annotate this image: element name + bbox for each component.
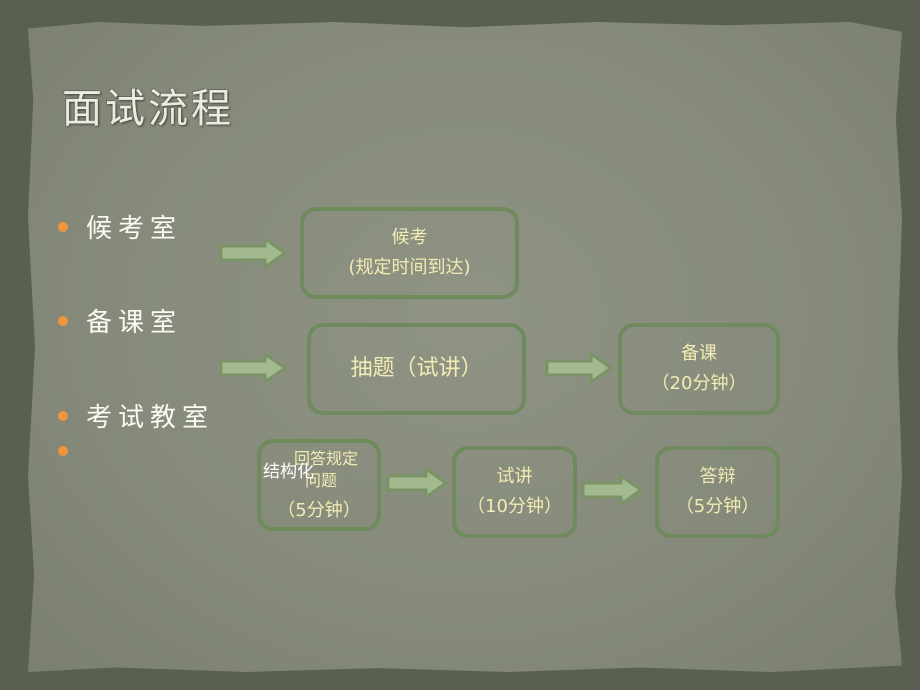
arrow-right-icon [219,237,288,269]
box-waiting: 候考 (规定时间到达) [300,207,519,299]
bullet-dot-icon [58,315,68,326]
bullet-dot-icon [58,446,68,456]
box-label: 抽题（试讲） [350,356,483,381]
overlay-label: 结构化 [263,462,314,482]
bullet-item: 候考室 [58,208,182,245]
box-label: 试讲 [496,466,533,487]
box-label: 答辩 [699,466,736,487]
box-label: 问题 [304,471,337,490]
box-lecture: 试讲 （10分钟） [452,446,577,538]
bullet-item [58,446,86,456]
arrow-right-icon [545,352,614,384]
arrow-right-icon [581,474,644,506]
box-label: 候考 [391,227,428,248]
box-sublabel: （5分钟） [277,500,361,521]
bullet-dot-icon [58,221,68,232]
box-structured: 回答规定 问题 （5分钟） 结构化 [257,439,381,531]
arrow-right-icon [386,467,449,499]
box-preparation: 备课 （20分钟） [618,323,780,415]
slide-background [28,22,902,672]
box-sublabel: （20分钟） [651,373,747,394]
bullet-item: 考试教室 [58,397,214,434]
bullet-dot-icon [58,410,68,421]
box-label: 备课 [681,343,717,364]
bullet-item: 备课室 [58,302,182,339]
box-label: 回答规定 [293,449,358,468]
box-sublabel: (规定时间到达) [348,257,471,278]
box-draw-topic: 抽题（试讲） [307,323,526,415]
page-title: 面试流程 [62,86,234,132]
box-sublabel: （5分钟） [675,496,760,517]
box-sublabel: （10分钟） [467,496,562,517]
box-defense: 答辩 （5分钟） [655,446,780,538]
arrow-right-icon [219,352,288,384]
